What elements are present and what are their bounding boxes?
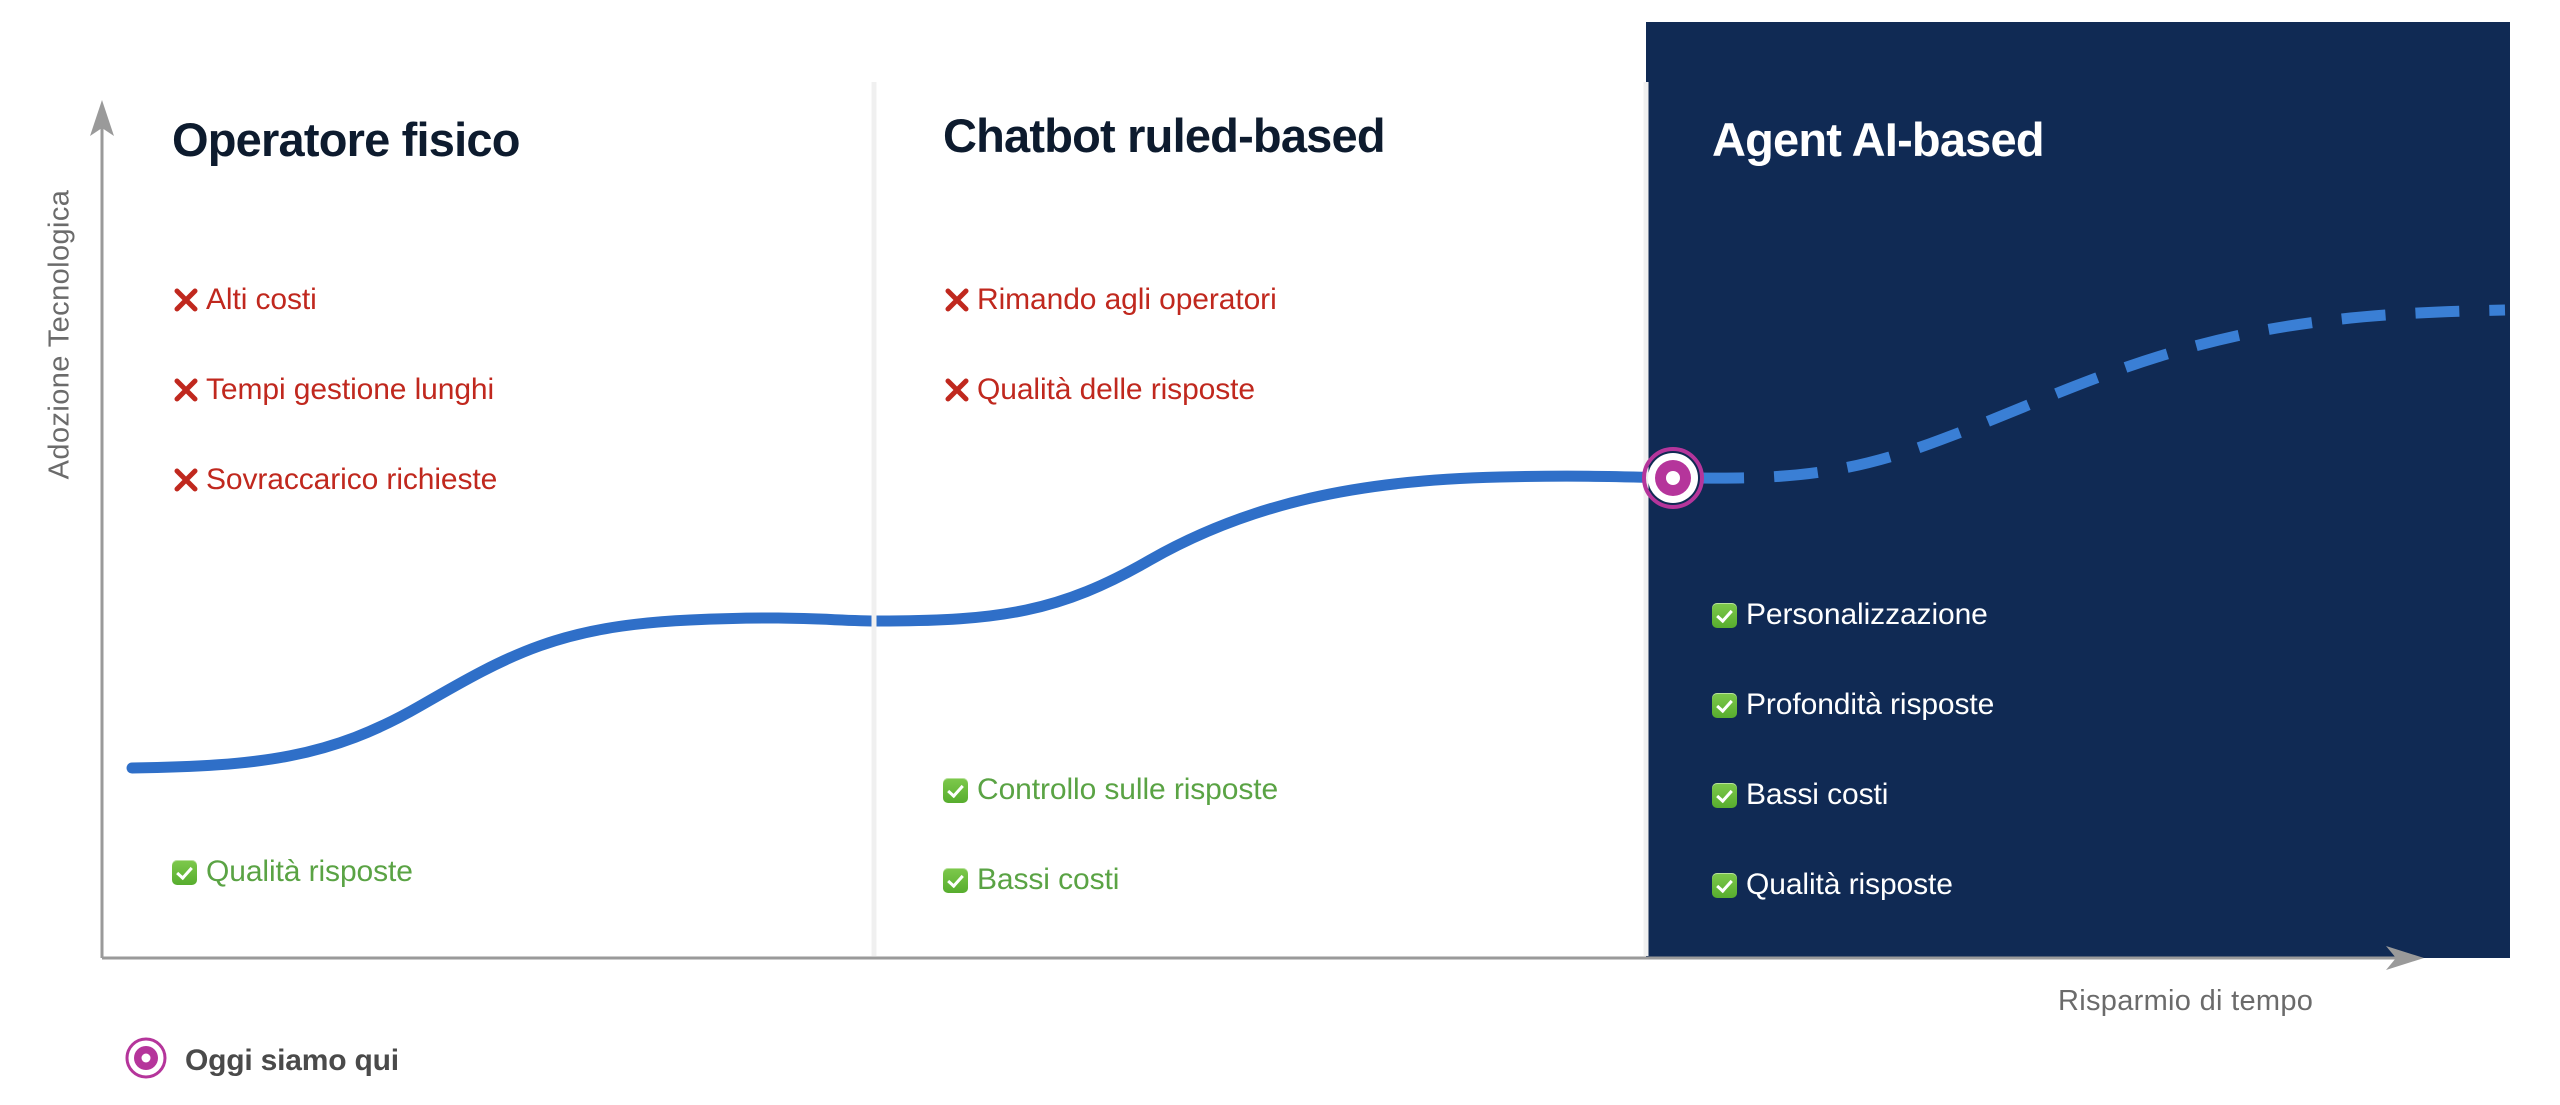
list-item-label: Tempi gestione lunghi	[206, 373, 495, 406]
x-mark-icon	[943, 286, 977, 314]
list-item: Qualità risposte	[172, 852, 413, 892]
list-item-label: Rimando agli operatori	[977, 283, 1277, 316]
list-item: Bassi costi	[1712, 775, 1994, 815]
x-mark-icon	[172, 286, 206, 314]
legend-label: Oggi siamo qui	[185, 1043, 399, 1077]
list-item: Personalizzazione	[1712, 595, 1994, 635]
green-check-icon	[943, 867, 977, 893]
list-item: Rimando agli operatori	[943, 280, 1277, 320]
x-mark-icon	[172, 376, 206, 404]
pros-list-chatbot-ruled-based: Controllo sulle risposte Bassi costi	[943, 770, 1278, 900]
list-item: Profondità risposte	[1712, 685, 1994, 725]
column-title: Agent AI-based	[1712, 113, 2045, 166]
x-axis-label: Risparmio di tempo	[2058, 985, 2314, 1017]
y-axis-label: Adozione Tecnologica	[43, 189, 76, 480]
list-item: Sovraccarico richieste	[172, 460, 497, 500]
green-check-icon	[1712, 602, 1746, 628]
green-check-icon	[1712, 782, 1746, 808]
pros-list-agent-ai-based: Personalizzazione Profondità risposte Ba…	[1712, 595, 1994, 905]
green-check-icon	[943, 777, 977, 803]
list-item-label: Profondità risposte	[1746, 688, 1995, 721]
green-check-icon	[1712, 692, 1746, 718]
list-item-label: Sovraccarico richieste	[206, 463, 498, 496]
column-operatore-fisico: Operatore fisico	[172, 112, 520, 167]
column-title: Chatbot ruled-based	[943, 109, 1386, 162]
cons-list-chatbot-ruled-based: Rimando agli operatori Qualità delle ris…	[943, 280, 1277, 410]
x-mark-icon	[943, 376, 977, 404]
column-chatbot-ruled-based: Chatbot ruled-based	[943, 108, 1386, 163]
list-item: Tempi gestione lunghi	[172, 370, 497, 410]
column-title: Operatore fisico	[172, 113, 520, 166]
list-item-label: Qualità risposte	[1746, 868, 1953, 901]
list-item-label: Personalizzazione	[1746, 598, 1988, 631]
list-item-label: Qualità risposte	[206, 855, 413, 888]
list-item: Controllo sulle risposte	[943, 770, 1278, 810]
curve-solid-segment	[126, 470, 1678, 774]
cons-list-operatore-fisico: Alti costi Tempi gestione lunghi Sovracc…	[172, 280, 497, 500]
green-check-icon	[1712, 872, 1746, 898]
list-item: Qualità delle risposte	[943, 370, 1277, 410]
x-mark-icon	[172, 466, 206, 494]
today-marker-icon	[1642, 447, 1704, 509]
list-item-label: Bassi costi	[1746, 778, 1889, 811]
agent-ai-highlight-panel	[1646, 22, 2510, 958]
list-item: Alti costi	[172, 280, 497, 320]
list-item-label: Controllo sulle risposte	[977, 773, 1279, 806]
list-item-label: Qualità delle risposte	[977, 373, 1255, 406]
list-item: Qualità risposte	[1712, 865, 1994, 905]
pros-list-operatore-fisico: Qualità risposte	[172, 852, 413, 892]
list-item-label: Alti costi	[206, 283, 317, 316]
list-item: Bassi costi	[943, 860, 1278, 900]
green-check-icon	[172, 859, 206, 885]
list-item-label: Bassi costi	[977, 863, 1120, 896]
y-axis-arrowhead	[90, 100, 114, 136]
legend: Oggi siamo qui	[125, 1037, 399, 1084]
column-agent-ai-based: Agent AI-based	[1712, 112, 2045, 167]
today-target-icon	[125, 1037, 167, 1084]
